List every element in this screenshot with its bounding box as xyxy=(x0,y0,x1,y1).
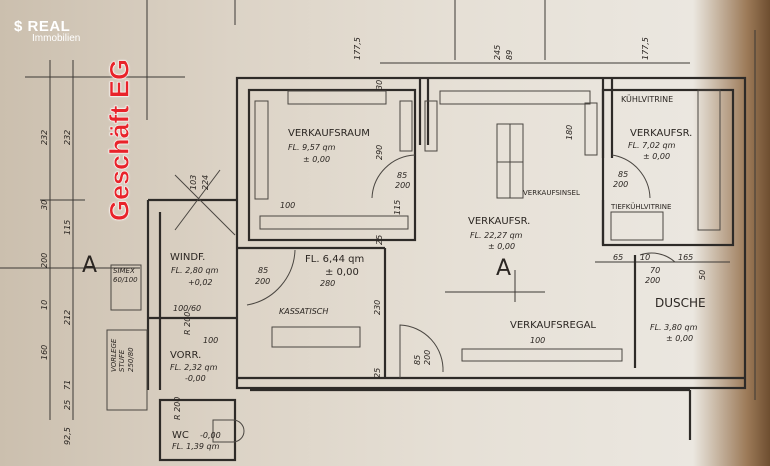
dim: 212 xyxy=(63,310,72,325)
logo-brand: REAL xyxy=(27,18,71,35)
stufe-text: STUFE xyxy=(118,349,126,372)
dim: 245 xyxy=(493,45,502,60)
dim: 115 xyxy=(393,200,402,215)
dim: 200 xyxy=(40,253,49,268)
logo-symbol: $ xyxy=(14,18,23,35)
room-level-windf: +0,02 xyxy=(188,278,213,287)
room-level-wc: -0,00 xyxy=(200,431,221,440)
simex-size: 60/100 xyxy=(113,276,138,284)
kassatisch-label: KASSATISCH xyxy=(279,307,328,316)
dim: 30 xyxy=(40,200,49,210)
dim: 115 xyxy=(63,220,72,235)
dim: 65 xyxy=(613,253,623,262)
room-area-vorr: FL. 2,32 qm xyxy=(170,363,218,372)
dim: R 200 xyxy=(183,312,192,335)
dim: 224 xyxy=(201,175,210,190)
room-area-kassa: FL. 6,44 qm xyxy=(305,254,364,265)
dim: 180 xyxy=(565,125,574,140)
room-area-dusche: FL. 3,80 qm xyxy=(650,323,698,332)
logo-subtitle: Immobilien xyxy=(32,33,81,44)
room-level-verkaufsr-small: ± 0,00 xyxy=(643,152,670,161)
dim: 230 xyxy=(373,300,382,315)
room-area-wc: FL. 1,39 qm xyxy=(172,442,220,451)
dim: 10 xyxy=(40,300,49,310)
dim: 160 xyxy=(40,345,49,360)
dim: 232 xyxy=(63,130,72,145)
dimension-lines xyxy=(0,0,756,420)
dim: 100 xyxy=(280,201,295,210)
verkaufsinsel-label: VERKAUFSINSEL xyxy=(523,189,580,197)
dim: 100 xyxy=(530,336,545,345)
dim: 290 xyxy=(375,145,384,160)
room-area-windf: FL. 2,80 qm xyxy=(171,266,219,275)
dim: 85 xyxy=(618,170,628,179)
dim: 100 xyxy=(203,336,218,345)
dim: 25 xyxy=(375,235,384,245)
dim: 50 xyxy=(698,270,707,280)
walls xyxy=(146,76,747,462)
dim: 200 xyxy=(255,277,270,286)
dim: 85 xyxy=(397,171,407,180)
room-name-vorr: VORR. xyxy=(170,350,201,361)
room-level-dusche: ± 0,00 xyxy=(666,334,693,343)
dim: 200 xyxy=(395,181,410,190)
vorlege-stufe-label: VORLEGE STUFE 250/80 xyxy=(110,338,135,372)
dim: 70 xyxy=(650,266,660,275)
dim: R 200 xyxy=(173,397,182,420)
room-area-verkaufsr-small: FL. 7,02 qm xyxy=(628,141,676,150)
page-title: Geschäft EG xyxy=(104,58,135,222)
room-name-wc: WC xyxy=(172,430,189,441)
dim: 30 xyxy=(375,80,384,90)
dim: 177,5 xyxy=(641,37,650,60)
real-immobilien-logo: $ REAL Immobilien xyxy=(14,18,80,44)
dim: 177,5 xyxy=(353,37,362,60)
dim: 25 xyxy=(373,368,382,378)
section-label-left: A xyxy=(82,253,97,278)
room-name-windf: WINDF. xyxy=(170,252,205,263)
furniture xyxy=(106,89,721,443)
dim: 92,5 xyxy=(63,427,72,445)
simex-label: SIMEX xyxy=(113,267,135,275)
dim: 280 xyxy=(320,279,335,288)
dim: 100/60 xyxy=(173,304,201,313)
dim: 71 xyxy=(63,380,72,390)
dim: 200 xyxy=(423,350,432,365)
vorlege-text: VORLEGE xyxy=(110,338,118,372)
section-mark xyxy=(445,270,545,302)
room-level-verkaufsraum: ± 0,00 xyxy=(303,155,330,164)
room-name-dusche: DUSCHE xyxy=(655,296,706,310)
dim: 103 xyxy=(189,175,198,190)
dim: 232 xyxy=(40,130,49,145)
dim: 85 xyxy=(258,266,268,275)
room-area-verkaufsraum: FL. 9,57 qm xyxy=(288,143,336,152)
kuehlvitrine-label: KÜHLVITRINE xyxy=(621,94,673,104)
room-level-kassa: ± 0,00 xyxy=(325,267,359,278)
room-level-vorr: -0,00 xyxy=(185,374,206,383)
section-label-center: A xyxy=(496,256,511,281)
dimension-labels: 232 232 30 115 200 10 212 160 71 25 92,5… xyxy=(40,37,707,445)
room-name-verkaufsr-small: VERKAUFSR. xyxy=(630,128,692,139)
room-name-verkaufsr-main: VERKAUFSR. xyxy=(468,216,530,227)
room-name-verkaufsraum: VERKAUFSRAUM xyxy=(288,128,370,139)
dim: 165 xyxy=(678,253,693,262)
room-level-verkaufsr-main: ± 0,00 xyxy=(488,242,515,251)
dim: 200 xyxy=(613,180,628,189)
verkaufsregal-label: VERKAUFSREGAL xyxy=(510,320,596,331)
dim: 200 xyxy=(645,276,660,285)
dim: 89 xyxy=(505,50,514,60)
dim: 10 xyxy=(640,253,650,262)
stufe-size-text: 250/80 xyxy=(127,347,135,372)
tiefkuehlvitrine-label: TIEFKÜHLVITRINE xyxy=(610,202,671,211)
dim: 85 xyxy=(413,355,422,365)
room-area-verkaufsr-main: FL. 22,27 qm xyxy=(470,231,523,240)
dim: 25 xyxy=(63,400,72,410)
